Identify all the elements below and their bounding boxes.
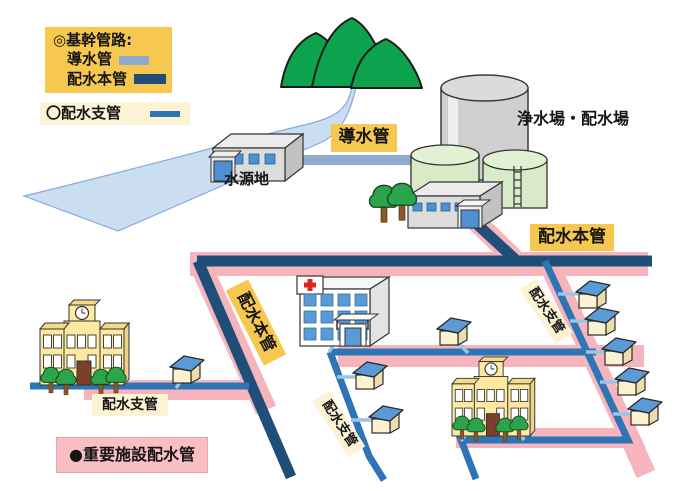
main-swatch-icon [134, 74, 167, 85]
legend-branch-box: 〇配水支管 [40, 102, 190, 125]
house-icon [627, 397, 663, 426]
house-icon [601, 337, 637, 366]
legend-branch-label: 〇配水支管 [46, 103, 122, 122]
house-icon [368, 405, 404, 434]
branch-swatch-icon [150, 110, 180, 117]
legend-item-conduit: 導水管 [67, 50, 150, 69]
legend-main-label: 配水本管 [67, 69, 128, 88]
main-pipe-label: 配水本管 [530, 224, 614, 251]
house-icon [614, 367, 650, 396]
source-building-icon [207, 132, 305, 183]
ladder-icon [513, 166, 522, 207]
conduit-pipe [286, 155, 416, 165]
mountains-icon [280, 17, 423, 89]
conduit-label: 導水管 [331, 124, 397, 152]
house-icon [169, 355, 205, 384]
hospital-icon [296, 275, 392, 348]
conduit-swatch-icon [119, 55, 150, 65]
legend-item-main: 配水本管 [67, 69, 167, 88]
legend-conduit-label: 導水管 [67, 50, 113, 69]
important-facility-label: ●重要施設配水管 [56, 437, 208, 473]
house-icon [584, 307, 620, 336]
branch-pipe-label-left: 配水支管 [92, 394, 168, 416]
house-icon [575, 280, 611, 309]
river-icon [21, 85, 357, 232]
red-cross-icon [304, 279, 316, 291]
house-icon [436, 317, 472, 346]
plant-label: 浄水場・配水場 [517, 109, 630, 128]
legend-trunk-box: ◎基幹管路: 導水管 配水本管 [45, 27, 172, 93]
branch-pipes [30, 259, 634, 482]
source-label: 水源地 [224, 170, 270, 188]
school-icon [39, 299, 130, 396]
legend-trunk-heading: ◎基幹管路: [53, 31, 133, 50]
plant-building-icon [405, 180, 505, 230]
school-icon [451, 356, 536, 442]
